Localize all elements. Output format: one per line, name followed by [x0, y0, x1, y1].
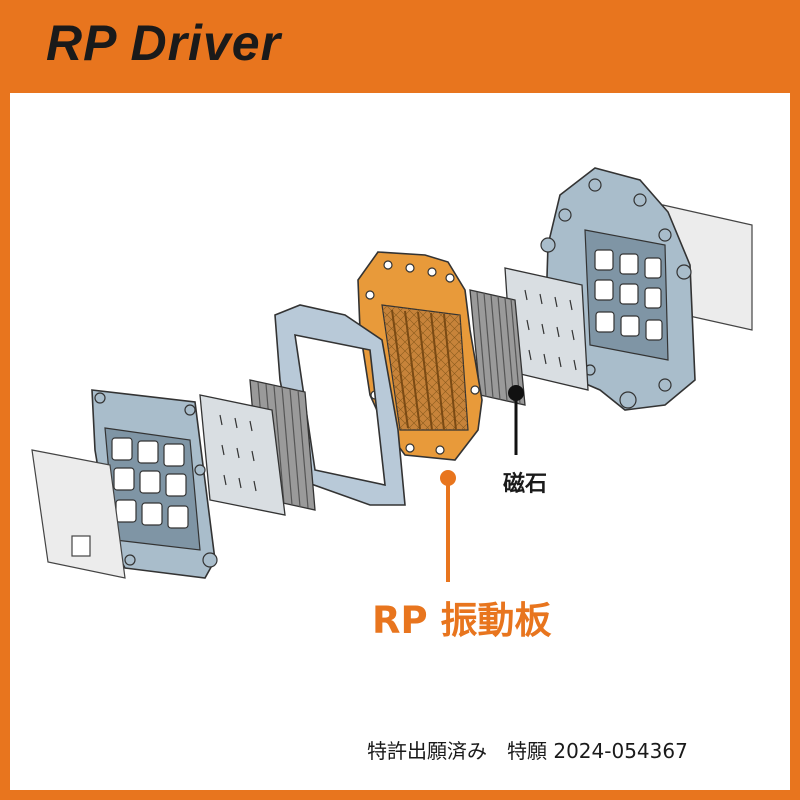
patent-note: 特許出願済み 特願 2024-054367: [367, 739, 688, 763]
magnet-callout: [508, 385, 524, 455]
left-spacer-sheet: [199, 394, 286, 516]
diaphragm-label: RP 振動板: [372, 599, 552, 642]
diaphragm-callout: [440, 470, 456, 582]
left-frame: [91, 389, 218, 579]
left-felt-sheet: [31, 449, 126, 579]
page-title: RP Driver: [46, 15, 282, 71]
magnet-label: 磁石: [503, 472, 548, 497]
header-bar: [0, 0, 800, 93]
